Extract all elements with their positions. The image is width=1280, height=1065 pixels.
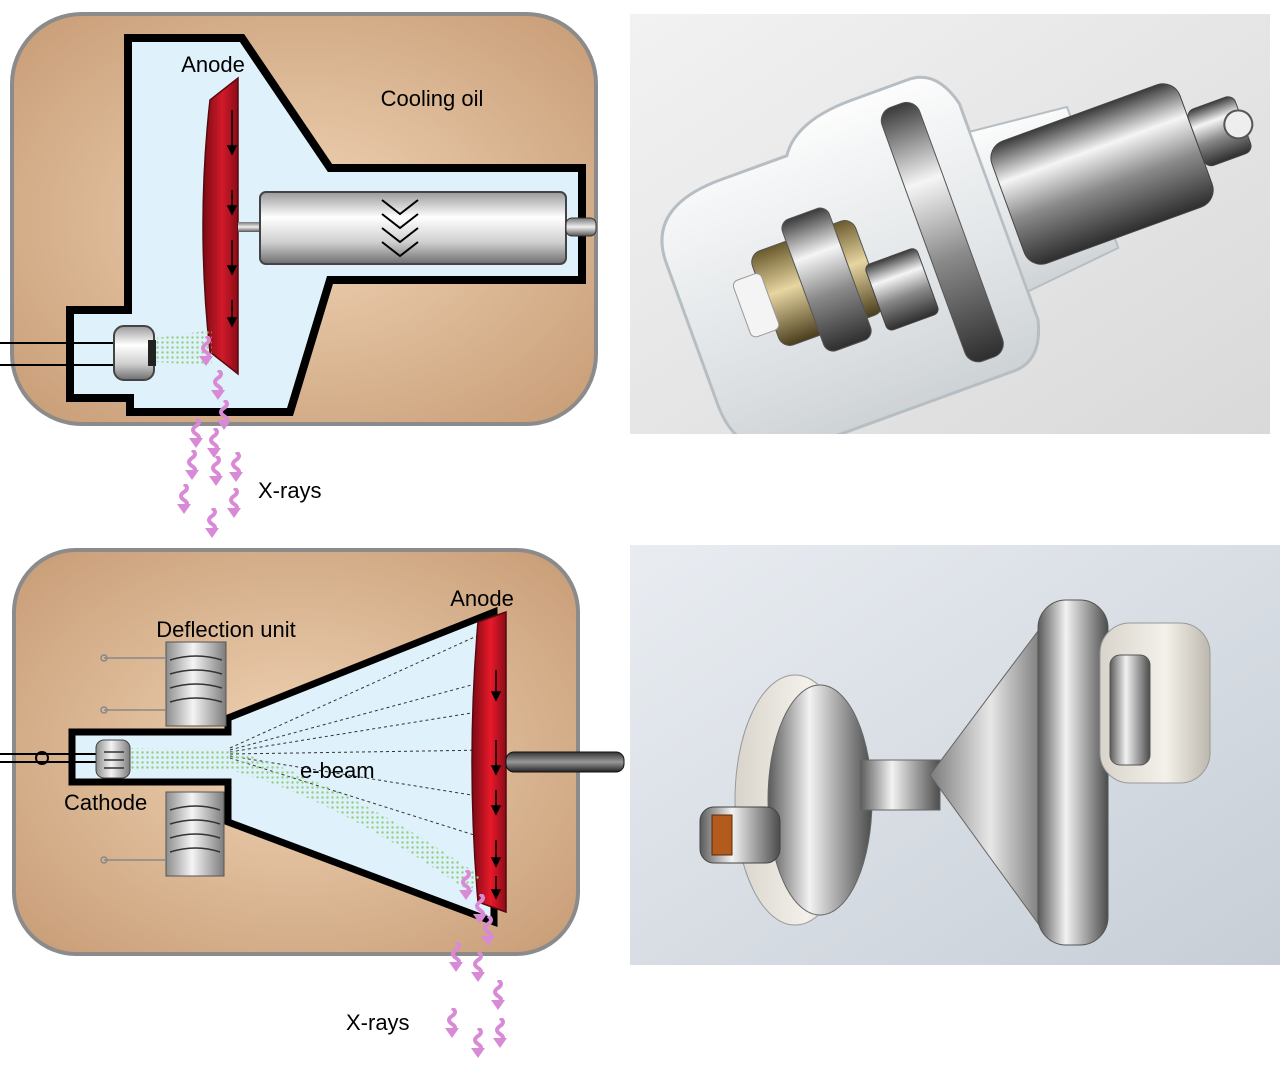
conventional-tube-diagram: Anode Cooling oil X-rays [0,12,598,538]
deflection-field-lines [229,629,491,841]
photo-anode-ring [1037,599,1109,946]
label-xrays: X-rays [346,1010,410,1035]
photo-neck [859,759,941,811]
photo-cathode-head [865,248,939,331]
label-ebeam: e-beam [300,758,375,783]
label-anode: Anode [450,586,514,611]
photo-anode-disc [880,101,1004,363]
label-deflection-unit: Deflection unit [156,617,295,642]
label-xrays: X-rays [258,478,322,503]
anode-shaft [238,222,262,232]
electron-beam [156,330,212,366]
deflection-tube-diagram: Anode Deflection unit e-beam Cathode X-r… [0,548,625,1058]
glass-tube-photo [630,14,1270,434]
electron-beam [130,748,480,892]
anode-plate [471,610,507,914]
metal-ceramic-tube-photo [630,545,1280,965]
anode-arrows [490,670,502,900]
cathode-cup [95,739,131,779]
label-cathode: Cathode [64,790,147,815]
anode-shaft [505,751,625,773]
rotor-stub [565,217,597,237]
label-cooling-oil: Cooling oil [381,86,484,111]
coil-windings [169,655,223,853]
rotor-chevrons [381,199,419,258]
anode-rotation-arrows [226,110,238,328]
label-anode: Anode [181,52,245,77]
coil-leads [100,654,166,864]
vacuum-funnel [68,606,498,928]
cathode-filament [148,340,156,366]
